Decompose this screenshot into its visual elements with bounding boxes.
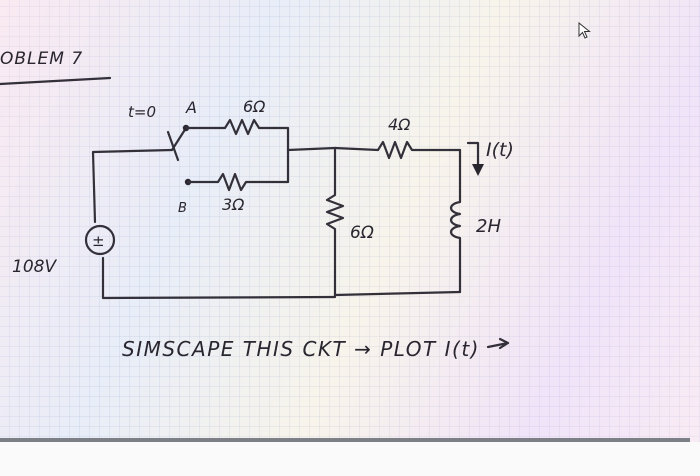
bottom-divider <box>0 438 690 442</box>
resistor-4-label: 4Ω <box>388 115 411 134</box>
resistor-4-path <box>333 140 462 160</box>
switch-blade <box>170 126 188 152</box>
resistor-6-top-label: 6Ω <box>243 97 266 116</box>
wire-mid <box>286 146 337 152</box>
current-arrow-line <box>466 141 480 172</box>
source-polarity-symbol: ± <box>92 232 105 250</box>
resistor-6-shunt-label: 6Ω <box>350 223 374 243</box>
current-arrow-head <box>472 164 484 176</box>
resistor-6-shunt-path <box>325 146 345 298</box>
bottom-margin <box>0 442 700 476</box>
inductor-path <box>449 148 462 294</box>
resistor-6-top-path <box>184 118 290 152</box>
voltage-source-circle <box>84 224 116 256</box>
wire-bottom-left <box>101 256 337 300</box>
resistor-3-label: 3Ω <box>222 195 245 214</box>
wire-bottom-right <box>333 290 462 297</box>
instruction-arrow-glyph <box>486 337 510 350</box>
wire-left-top <box>91 148 174 224</box>
source-voltage-label: 108V <box>12 257 57 277</box>
inductor-label: 2H <box>476 216 501 237</box>
node-a-label: A <box>185 98 197 117</box>
switch-time-label: t=0 <box>128 103 156 121</box>
node-b-label: B <box>178 201 187 216</box>
problem-label: OBLEM 7 <box>0 49 83 69</box>
resistor-3-path <box>186 148 290 192</box>
instruction-text: SIMSCAPE THIS CKT → PLOT I(t) <box>122 337 480 361</box>
title-underline <box>0 76 112 86</box>
current-label: I(t) <box>486 139 514 161</box>
switch-arrow <box>166 130 180 162</box>
